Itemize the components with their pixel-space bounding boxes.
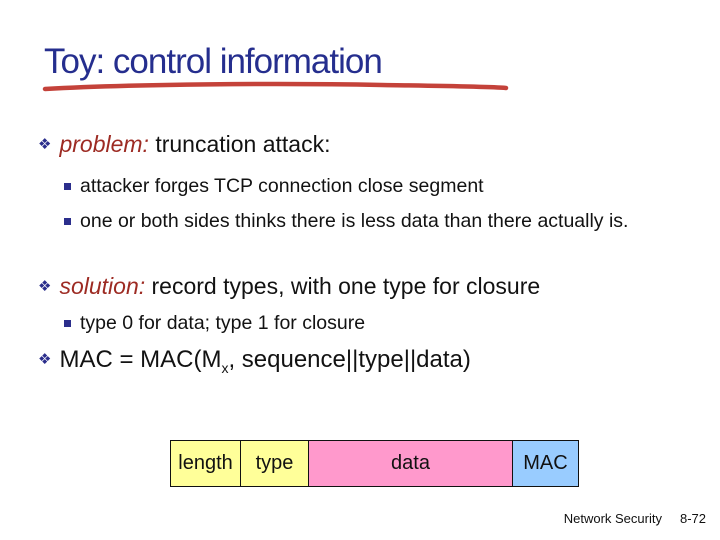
subbullet-less-data: one or both sides thinks there is less d… <box>64 208 632 238</box>
slide-footer: Network Security 8-72 <box>564 511 706 526</box>
diamond-bullet-icon: ❖ <box>38 135 52 153</box>
subbullet-types-text: type 0 for data; type 1 for closure <box>80 312 366 334</box>
subbullet-attacker-text: attacker forges TCP connection close seg… <box>80 175 484 197</box>
mac-formula-suffix: , sequence||type||data) <box>228 346 471 373</box>
diamond-bullet-icon: ❖ <box>38 277 52 295</box>
square-bullet-icon <box>64 218 71 225</box>
footer-course: Network Security <box>563 511 662 526</box>
page-title: Toy: control information <box>44 42 383 81</box>
bullet-solution-text: solution: record types, with one type fo… <box>59 273 540 300</box>
record-format-diagram: length type data MAC <box>170 440 579 487</box>
bullet-solution: ❖ solution: record types, with one type … <box>38 273 540 300</box>
footer-page-number: 8-72 <box>679 511 706 526</box>
bullet-problem-text: problem: truncation attack: <box>59 131 330 158</box>
mac-formula-subscript: x <box>221 359 229 376</box>
field-data: data <box>309 441 513 486</box>
field-length: length <box>171 441 241 486</box>
square-bullet-icon <box>64 320 71 327</box>
bullet-solution-rest: record types, with one type for closure <box>145 273 541 299</box>
bullet-mac: ❖ MAC = MAC(Mx, sequence||type||data) <box>38 346 471 376</box>
subbullet-types: type 0 for data; type 1 for closure <box>64 310 365 340</box>
bullet-problem-rest: truncation attack: <box>148 131 331 157</box>
square-bullet-icon <box>64 183 71 190</box>
keyword-solution: solution: <box>59 273 146 299</box>
field-type: type <box>241 441 309 486</box>
keyword-problem: problem: <box>59 131 149 157</box>
mac-formula-prefix: MAC = MAC(M <box>59 346 222 373</box>
bullet-mac-text: MAC = MAC(Mx, sequence||type||data) <box>59 346 470 376</box>
subbullet-less-data-text: one or both sides thinks there is less d… <box>80 210 629 232</box>
diamond-bullet-icon: ❖ <box>38 350 52 368</box>
field-mac: MAC <box>513 441 578 486</box>
subbullet-attacker: attacker forges TCP connection close seg… <box>64 173 484 203</box>
bullet-problem: ❖ problem: truncation attack: <box>38 131 330 158</box>
title-underline-stroke <box>42 81 509 92</box>
